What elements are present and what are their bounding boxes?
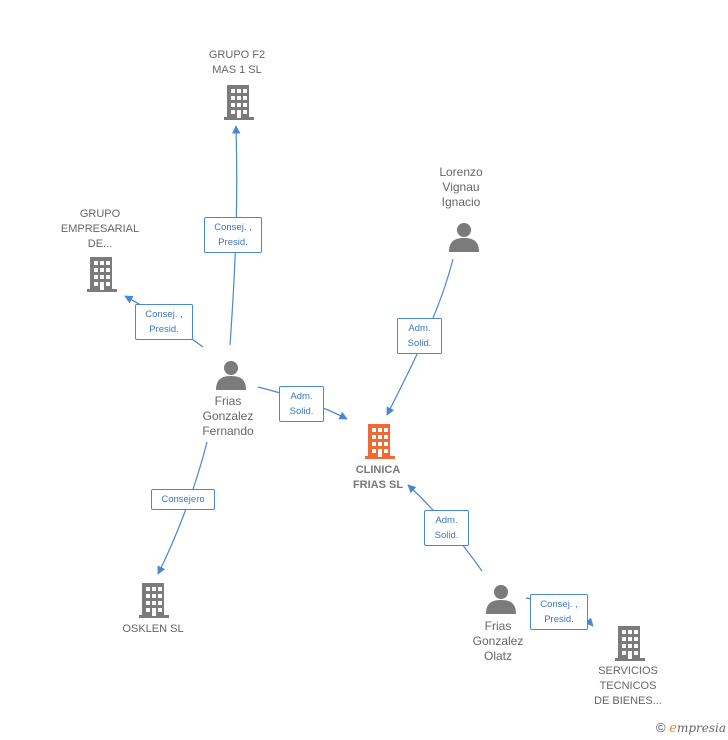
building-icon[interactable]: [139, 583, 169, 618]
edge-label-adm-solid: Adm. Solid.: [279, 386, 324, 422]
edge-label-consej-presid: Consej. , Presid.: [204, 217, 262, 253]
node-label-clinica[interactable]: CLINICA FRIAS SL: [352, 464, 404, 491]
node-label-grupo-empresarial[interactable]: GRUPO EMPRESARIAL DE...: [60, 208, 140, 250]
edge-line-osklen: [157, 441, 208, 575]
edge-label-adm-solid: Adm. Solid.: [424, 510, 469, 546]
edge-label-consej-presid: Consej. , Presid.: [135, 304, 193, 340]
person-icon[interactable]: [449, 223, 479, 252]
person-icon[interactable]: [486, 585, 516, 614]
edge-label-consej-presid: Consej. , Presid.: [530, 594, 588, 630]
building-icon[interactable]: [615, 626, 645, 661]
building-icon[interactable]: [87, 257, 117, 292]
building-icon[interactable]: [224, 85, 254, 120]
node-label-servicios[interactable]: SERVICIOS TECNICOS DE BIENES...: [594, 665, 662, 707]
person-icon[interactable]: [216, 361, 246, 390]
brand-logo-text: mpresia: [676, 721, 726, 735]
node-label-frias-olatz[interactable]: Frias Gonzalez Olatz: [472, 619, 524, 663]
node-label-grupo-f2[interactable]: GRUPO F2 MAS 1 SL: [208, 49, 266, 76]
building-icon[interactable]: [365, 424, 395, 459]
edge-label-adm-solid: Adm. Solid.: [397, 318, 442, 354]
edge-label-consejero: Consejero: [151, 489, 215, 510]
node-label-lorenzo[interactable]: Lorenzo Vignau Ignacio: [439, 165, 483, 209]
copyright-icon: ©: [656, 720, 666, 735]
brand-logo-initial: e: [669, 721, 677, 736]
node-label-osklen[interactable]: OSKLEN SL: [122, 623, 184, 635]
brand-footer: © empresia: [656, 720, 726, 736]
node-label-frias-fernando[interactable]: Frias Gonzalez Fernando: [202, 394, 254, 438]
